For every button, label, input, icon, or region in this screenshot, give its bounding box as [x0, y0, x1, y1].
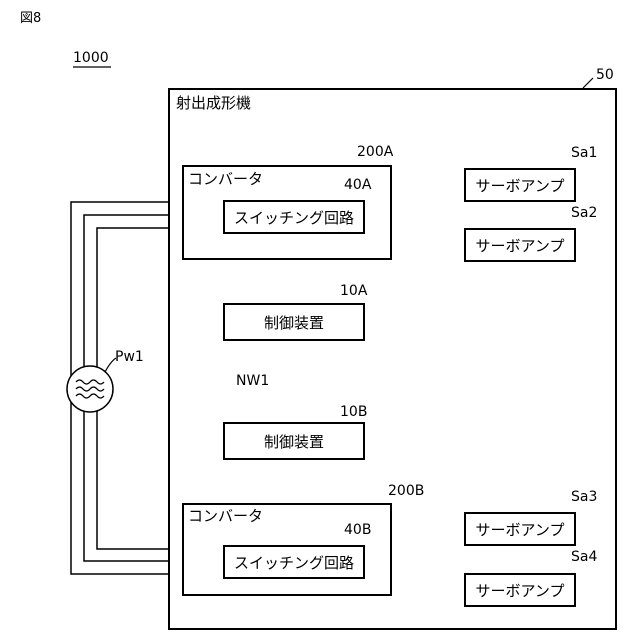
- controller-b-label: 制御装置: [264, 431, 324, 452]
- converter-a-title: コンバータ: [188, 172, 263, 187]
- servo-amp-1: サーボアンプ: [464, 168, 576, 202]
- switching-circuit-a-label: スイッチング回路: [234, 207, 354, 228]
- servo-amp-1-ref: Sa1: [571, 146, 597, 160]
- servo-amp-2: サーボアンプ: [464, 228, 576, 262]
- servo-amp-4-label: サーボアンプ: [476, 580, 565, 601]
- servo-amp-3-ref: Sa3: [571, 490, 597, 504]
- servo-amp-4: サーボアンプ: [464, 573, 576, 607]
- system-ref: 1000: [73, 51, 109, 65]
- figure-label: 図8: [20, 12, 41, 25]
- power-source-ref: Pw1: [115, 350, 144, 364]
- converter-b-ref: 200B: [388, 484, 424, 498]
- converter-b-title: コンバータ: [188, 509, 263, 524]
- machine-title: 射出成形機: [176, 96, 251, 111]
- switching-circuit-b-label: スイッチング回路: [234, 552, 354, 573]
- converter-a-ref: 200A: [357, 145, 393, 159]
- controller-a: 制御装置: [223, 303, 365, 341]
- controller-a-label: 制御装置: [264, 312, 324, 333]
- network-ref: NW1: [236, 374, 269, 388]
- controller-b-ref: 10B: [340, 405, 367, 419]
- leader-50: [583, 78, 593, 88]
- switching-circuit-b-ref: 40B: [344, 523, 371, 537]
- servo-amp-3-label: サーボアンプ: [476, 519, 565, 540]
- switching-circuit-a-ref: 40A: [344, 178, 371, 192]
- servo-amp-4-ref: Sa4: [571, 550, 597, 564]
- switching-circuit-a: スイッチング回路: [223, 200, 365, 234]
- servo-amp-3: サーボアンプ: [464, 512, 576, 546]
- servo-amp-2-label: サーボアンプ: [476, 235, 565, 256]
- servo-amp-2-ref: Sa2: [571, 206, 597, 220]
- controller-a-ref: 10A: [340, 284, 367, 298]
- machine-ref: 50: [596, 68, 614, 82]
- switching-circuit-b: スイッチング回路: [223, 545, 365, 579]
- controller-b: 制御装置: [223, 422, 365, 460]
- servo-amp-1-label: サーボアンプ: [476, 175, 565, 196]
